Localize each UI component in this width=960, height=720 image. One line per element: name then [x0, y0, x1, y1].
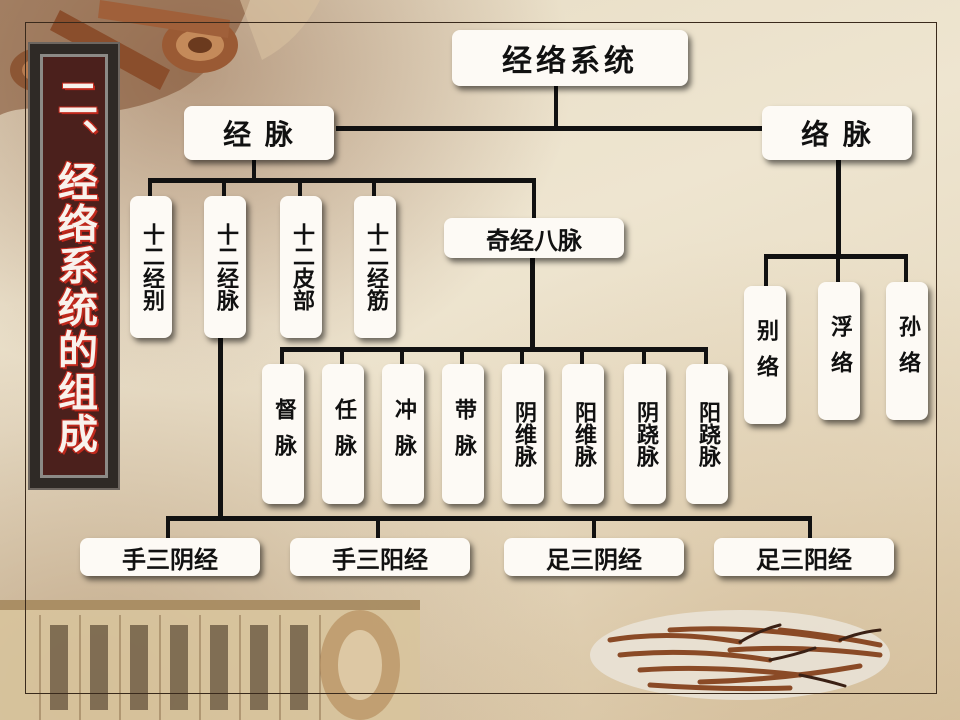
cordyceps-herb-image [590, 610, 890, 700]
node-qijing-child: 冲脉 [382, 364, 424, 504]
connector-drop-yangqiao [704, 347, 708, 365]
ancient-scroll-image [0, 600, 420, 720]
connector-drop-zusanyang [808, 516, 812, 540]
connector-drop-qijing [532, 178, 536, 220]
node-jingmai: 经 脉 [184, 106, 334, 160]
connector-level1-bar [336, 126, 762, 131]
connector-drop-shousanyin [166, 516, 170, 540]
node-qijing-child: 带脉 [442, 364, 484, 504]
connector-drop-ren [340, 347, 344, 365]
title-banner-inner: 二、经络系统的组成 [40, 54, 108, 478]
node-luomai: 络 脉 [762, 106, 912, 160]
node-qijing-child: 阳跷脉 [686, 364, 728, 504]
connector-drop-zusanyin [592, 516, 596, 540]
connector-drop-pibu [298, 178, 302, 198]
connector-luomai-down [836, 160, 841, 258]
node-jingmai-child: 十二经脉 [204, 196, 246, 338]
connector-qijing-down [530, 256, 535, 352]
node-qijing-child: 督脉 [262, 364, 304, 504]
connector-drop-chong [400, 347, 404, 365]
node-channel-group: 手三阴经 [80, 538, 260, 576]
node-channel-group: 足三阴经 [504, 538, 684, 576]
node-luomai-child: 浮络 [818, 282, 860, 420]
connector-drop-du [280, 347, 284, 365]
node-luomai-child: 孙络 [886, 282, 928, 420]
connector-qijing-bar [280, 347, 708, 352]
connector-drop-yinqiao [642, 347, 646, 365]
node-jingmai-child: 十二经别 [130, 196, 172, 338]
connector-drop-yinwei [520, 347, 524, 365]
node-jingmai-child: 十二皮部 [280, 196, 322, 338]
connector-channels-bar [166, 516, 812, 521]
connector-drop-jingjin [372, 178, 376, 198]
connector-jingmai-down [252, 158, 256, 182]
connector-jingmai-bar [148, 178, 536, 183]
node-channel-group: 手三阳经 [290, 538, 470, 576]
connector-drop-dai [460, 347, 464, 365]
slide-title: 二、经络系统的组成 [51, 77, 98, 455]
node-channel-group: 足三阳经 [714, 538, 894, 576]
node-jingmai-child: 十二经筋 [354, 196, 396, 338]
connector-drop-bieluo [764, 254, 768, 288]
node-qijing-child: 阴跷脉 [624, 364, 666, 504]
node-qijing-child: 阳维脉 [562, 364, 604, 504]
connector-drop-shousanyang [376, 516, 380, 540]
connector-drop-fuluo [836, 254, 840, 284]
connector-drop-jingbie [148, 178, 152, 198]
connector-drop-sunluo [904, 254, 908, 284]
connector-jingmai-long-down [218, 334, 223, 520]
node-luomai-child: 别络 [744, 286, 786, 424]
node-root: 经络系统 [452, 30, 688, 86]
connector-drop-jingmai [222, 178, 226, 198]
node-qijing: 奇经八脉 [444, 218, 624, 258]
node-qijing-child: 任脉 [322, 364, 364, 504]
title-banner: 二、经络系统的组成 [28, 42, 120, 490]
connector-root-down [554, 84, 558, 128]
connector-drop-yangwei [580, 347, 584, 365]
node-qijing-child: 阴维脉 [502, 364, 544, 504]
